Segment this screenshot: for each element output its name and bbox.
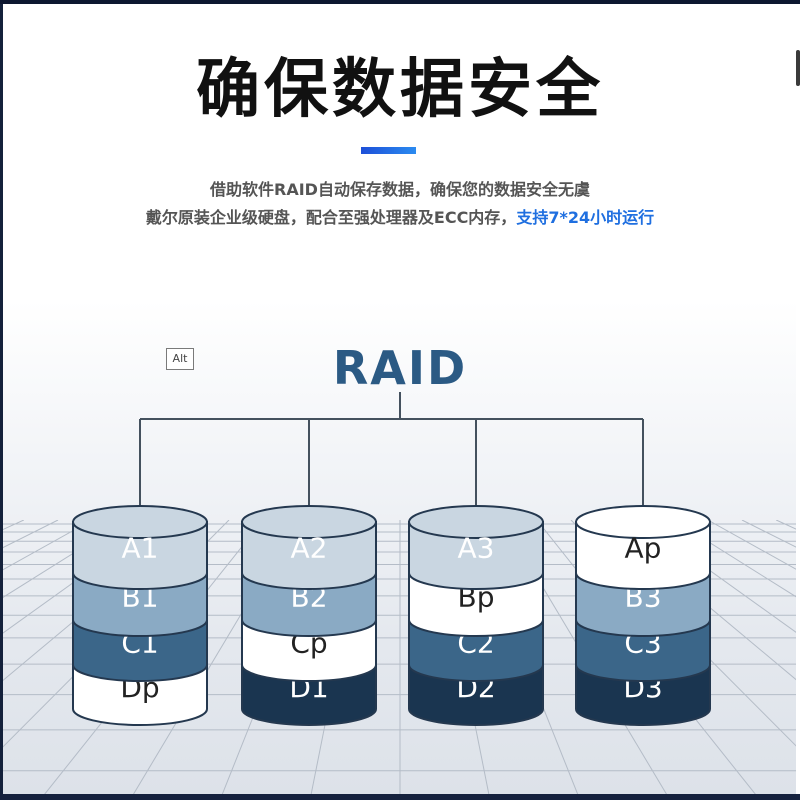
alt-badge: Alt xyxy=(166,348,194,370)
disk-block-d1 xyxy=(241,664,377,726)
grid-line xyxy=(3,520,93,571)
raid-title: RAID xyxy=(332,341,468,395)
grid-line xyxy=(3,520,25,531)
title-accent-line xyxy=(361,147,416,154)
grid-line xyxy=(673,520,796,598)
disk-block-d2 xyxy=(408,664,544,726)
raid-connectors xyxy=(139,392,644,508)
page-title: 确保数据安全 xyxy=(196,53,604,127)
disk-label-a1: A1 xyxy=(122,532,159,565)
disk-block-dp xyxy=(72,664,208,726)
disk-label-ap: Ap xyxy=(625,532,662,565)
disk-block-b3 xyxy=(575,572,711,637)
top-border xyxy=(0,0,800,4)
disk-label-a2: A2 xyxy=(291,532,328,565)
disk-block-a3 xyxy=(408,521,544,590)
grid-line xyxy=(3,520,59,549)
disk-block-c3 xyxy=(575,619,711,682)
grid-line xyxy=(707,520,796,570)
grid-line xyxy=(3,520,127,598)
disk-label-a3: A3 xyxy=(458,532,495,565)
subtitle-line-2-text: 戴尔原装企业级硬盘，配合至强处理器及ECC内存， xyxy=(145,208,517,227)
disk-top-cap xyxy=(72,505,208,539)
disk-block-a2 xyxy=(241,521,377,590)
scroll-handle[interactable] xyxy=(796,50,800,86)
disk-block-bp xyxy=(408,572,544,637)
disk-block-c2 xyxy=(408,619,544,682)
disk-block-a1 xyxy=(72,521,208,590)
disk-block-d3 xyxy=(575,664,711,726)
disk-top-cap xyxy=(408,505,544,539)
grid-line xyxy=(775,520,796,530)
disk-block-ap xyxy=(575,521,711,590)
left-border xyxy=(0,4,3,800)
disk-top-cap xyxy=(575,505,711,539)
bottom-border xyxy=(0,794,800,800)
subtitle-line-2: 戴尔原装企业级硬盘，配合至强处理器及ECC内存，支持7*24小时运行 xyxy=(0,207,800,229)
disk-block-c1 xyxy=(72,619,208,682)
disk-block-cp xyxy=(241,619,377,682)
grid-line xyxy=(741,520,796,548)
disk-top-cap xyxy=(241,505,377,539)
disk-block-b1 xyxy=(72,572,208,637)
subtitle-highlight: 支持7*24小时运行 xyxy=(516,208,655,227)
subtitle-line-1: 借助软件RAID自动保存数据，确保您的数据安全无虞 xyxy=(210,180,590,199)
disk-block-b2 xyxy=(241,572,377,637)
